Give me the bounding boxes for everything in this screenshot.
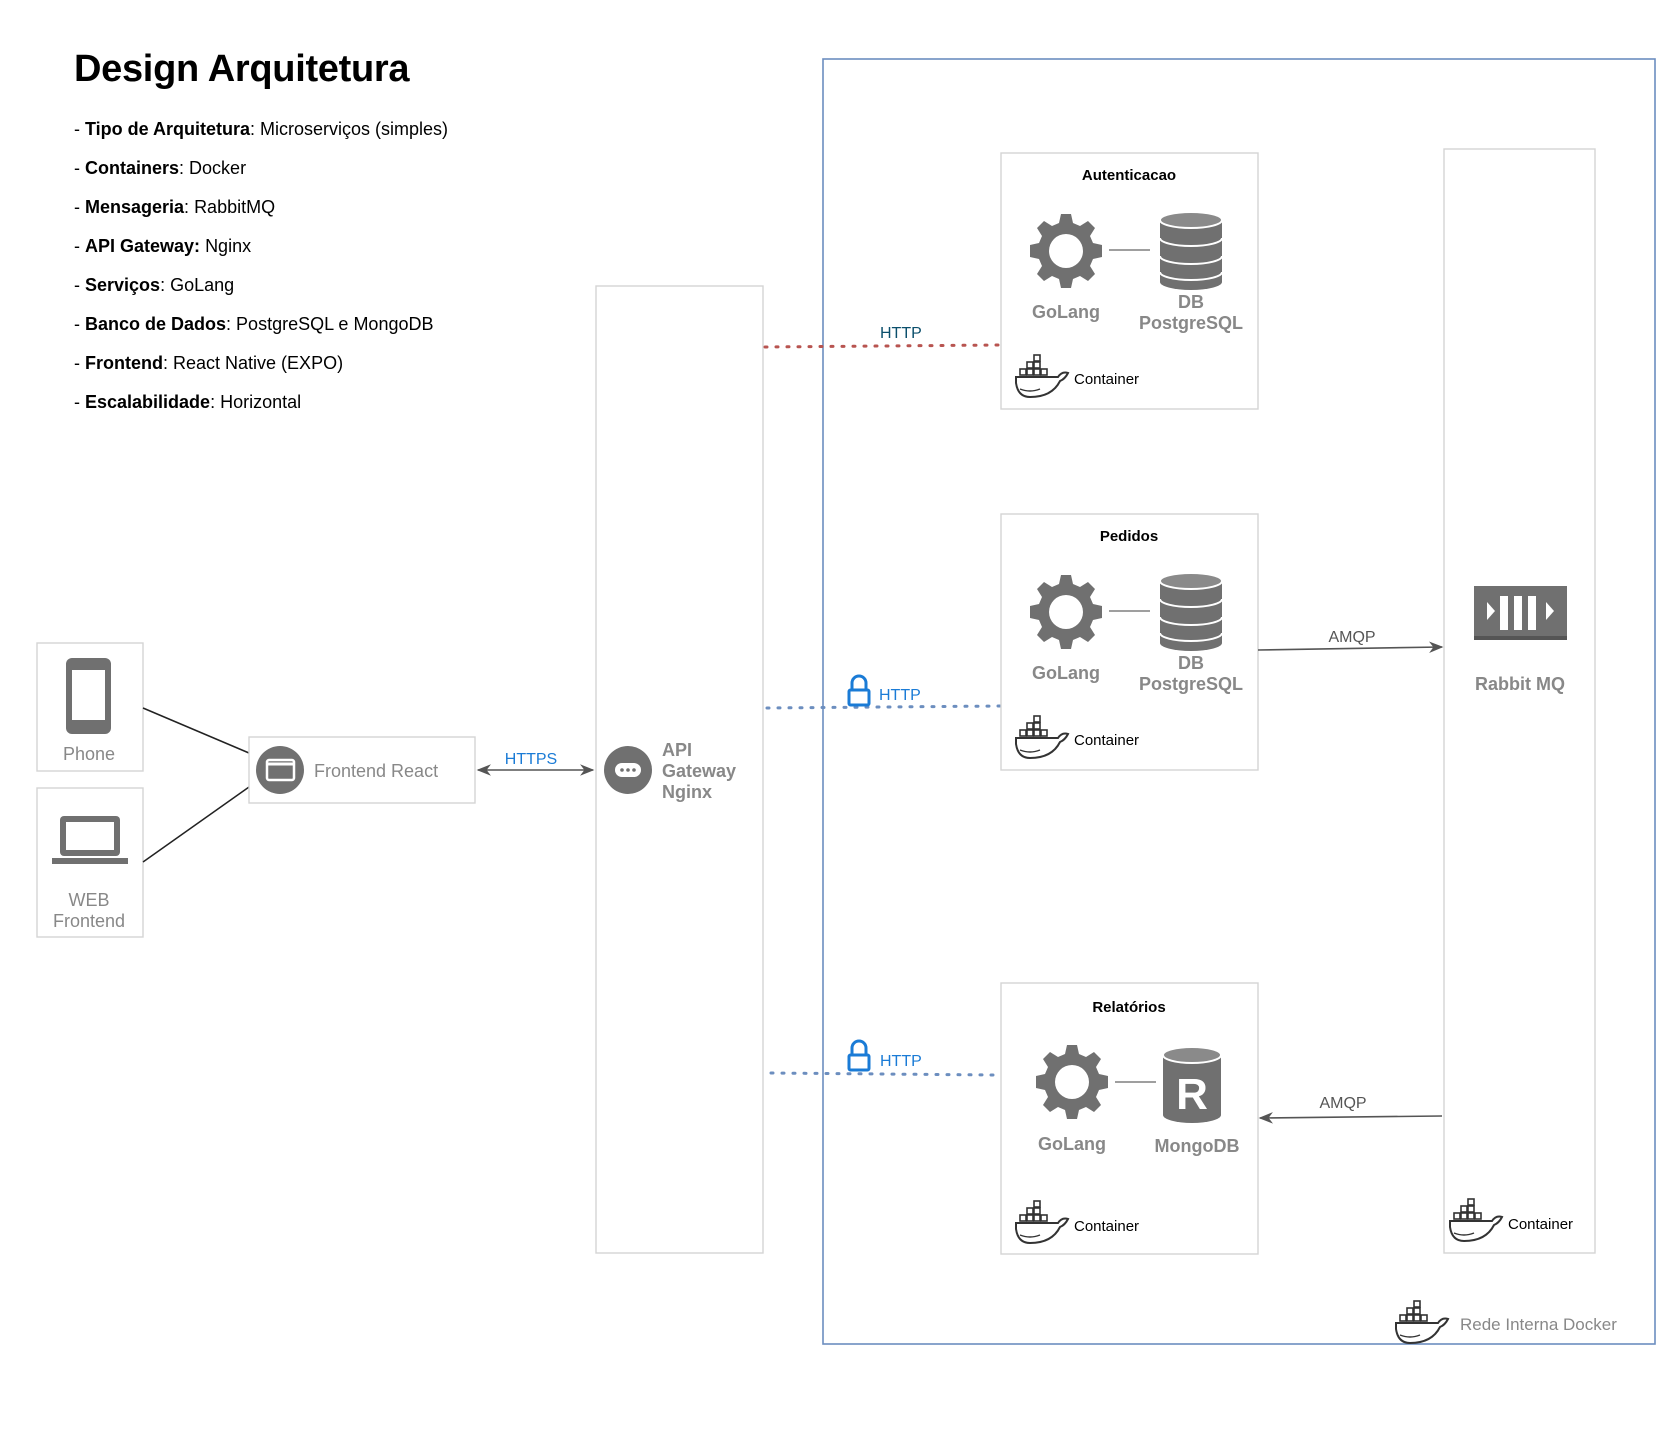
gear-icon — [1030, 575, 1102, 649]
db-label-line2: PostgreSQL — [1139, 674, 1243, 694]
phone-to-frontend-line — [142, 707, 250, 754]
rabbitmq-box[interactable] — [1443, 148, 1596, 1254]
service-reports-title: Relatórios — [1092, 999, 1165, 1016]
spec-value: Nginx — [205, 236, 252, 256]
lang-label: GoLang — [1032, 663, 1100, 683]
lang-label: GoLang — [1038, 1134, 1106, 1154]
spec-key: Frontend — [85, 353, 163, 373]
spec-value: RabbitMQ — [194, 197, 276, 217]
docker-whale-icon — [1395, 1300, 1449, 1344]
mongodb-icon: R — [1162, 1046, 1222, 1123]
rabbitmq-label: Rabbit MQ — [1475, 674, 1565, 694]
spec-value: React Native (EXPO) — [173, 353, 344, 373]
spec-key: Containers — [85, 158, 180, 178]
http-label-reports: HTTP — [880, 1053, 922, 1070]
spec-value: Horizontal — [220, 392, 302, 412]
web-to-frontend-line — [142, 786, 250, 863]
spec-item: - Banco de Dados: PostgreSQL e MongoDB — [74, 314, 434, 334]
spec-item: - Mensageria: RabbitMQ — [74, 197, 276, 217]
frontend-label: Frontend React — [314, 761, 438, 781]
spec-list: - Tipo de Arquitetura: Microserviços (si… — [74, 118, 448, 430]
spec-value: Docker — [189, 158, 247, 178]
gateway-label-line1: API — [662, 740, 692, 760]
gear-icon — [1036, 1045, 1108, 1119]
spec-item: - Containers: Docker — [74, 158, 247, 178]
spec-value: Microserviços (simples) — [260, 119, 449, 139]
spec-key: Banco de Dados — [85, 314, 227, 334]
container-label: Container — [1074, 732, 1139, 749]
http-label-auth: HTTP — [880, 325, 922, 342]
spec-item: - Serviços: GoLang — [74, 275, 235, 295]
db-label-line2: PostgreSQL — [1139, 313, 1243, 333]
web-label-line1: WEB — [68, 890, 109, 910]
database-icon — [1159, 572, 1223, 652]
amqp-out-arrow — [1257, 641, 1444, 653]
gateway-label-line2: Gateway — [662, 761, 736, 781]
laptop-icon — [52, 816, 128, 864]
db-label-line1: DB — [1178, 292, 1204, 312]
http-link-orders — [765, 704, 1002, 710]
svg-text:R: R — [1176, 1070, 1208, 1119]
http-label-orders: HTTP — [879, 687, 921, 704]
phone-label: Phone — [63, 744, 115, 764]
browser-icon — [256, 746, 304, 794]
spec-item: - Tipo de Arquitetura: Microserviços (si… — [74, 119, 449, 139]
http-link-auth — [763, 343, 1000, 349]
https-label: HTTPS — [505, 751, 557, 768]
gateway-icon — [604, 746, 652, 794]
spec-item: - API Gateway: Nginx — [74, 236, 252, 256]
db-label-line1: DB — [1178, 653, 1204, 673]
spec-value: GoLang — [170, 275, 235, 295]
spec-key: Serviços — [85, 275, 161, 295]
queue-icon — [1474, 586, 1567, 640]
spec-key: Escalabilidade — [85, 392, 211, 412]
page-title: Design Arquitetura — [74, 48, 410, 90]
gateway-label-line3: Nginx — [662, 782, 712, 802]
spec-item: - Frontend: React Native (EXPO) — [74, 353, 344, 373]
lang-label: GoLang — [1032, 302, 1100, 322]
lock-icon — [847, 674, 871, 707]
spec-key: Mensageria — [85, 197, 185, 217]
container-label: Container — [1508, 1216, 1573, 1233]
spec-item: - Escalabilidade: Horizontal — [74, 392, 302, 412]
gear-icon — [1030, 214, 1102, 288]
lock-icon — [847, 1039, 871, 1072]
amqp-in-label: AMQP — [1319, 1095, 1366, 1112]
service-orders-title: Pedidos — [1100, 528, 1158, 545]
spec-key: API Gateway: — [85, 236, 201, 256]
http-link-reports — [769, 1071, 995, 1077]
container-label: Container — [1074, 1218, 1139, 1235]
amqp-out-label: AMQP — [1328, 629, 1375, 646]
phone-icon — [66, 658, 111, 734]
docker-network-boundary — [822, 58, 1656, 1345]
spec-key: Tipo de Arquitetura — [85, 119, 251, 139]
database-icon — [1159, 211, 1223, 291]
network-label: Rede Interna Docker — [1460, 1315, 1617, 1334]
container-label: Container — [1074, 371, 1139, 388]
db-label: MongoDB — [1155, 1136, 1240, 1156]
web-label-line2: Frontend — [53, 911, 125, 931]
service-auth-title: Autenticacao — [1082, 167, 1176, 184]
spec-value: PostgreSQL e MongoDB — [236, 314, 434, 334]
amqp-in-arrow — [1258, 1112, 1443, 1124]
